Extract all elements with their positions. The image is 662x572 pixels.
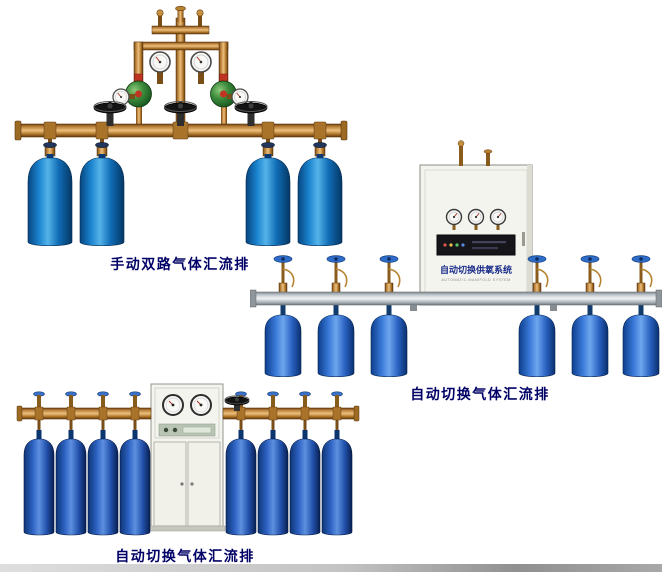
inlet-valve-knob-icon <box>196 9 204 17</box>
pressure-gauge-icon <box>149 51 171 73</box>
led-icon <box>443 243 447 247</box>
cabinet-subtitle-label: AUTOMATIC MANIFOLD SYSTEM <box>441 278 510 282</box>
shutoff-valves <box>93 100 268 127</box>
pressure-gauges <box>112 51 249 106</box>
inlet-fitting-icon <box>457 140 465 147</box>
control-cabinet: 自动切换供氧系统 AUTOMATIC MANIFOLD SYSTEM <box>419 140 533 306</box>
led-icon <box>461 243 465 247</box>
door-handle-icon <box>190 482 194 486</box>
knob-icon <box>163 427 169 433</box>
product-figure-auto-switch-wall: 自动切换供氧系统 AUTOMATIC MANIFOLD SYSTEM 自动切 <box>250 140 662 402</box>
gas-cylinder <box>571 254 609 378</box>
product-figure-auto-switch-floor: 自动切换气体汇流排 <box>15 378 360 564</box>
led-icon <box>455 243 459 247</box>
manual-dual-manifold-illustration <box>14 5 348 247</box>
gas-cylinder <box>27 131 73 247</box>
gas-cylinder <box>622 254 660 378</box>
pressure-gauge-icon <box>162 394 184 416</box>
indicator-panel <box>436 234 516 256</box>
cabinet-title-label: 自动切换供氧系统 <box>440 264 512 275</box>
product-caption: 手动双路气体汇流排 <box>110 256 250 272</box>
valve-handwheel-icon <box>164 100 197 127</box>
door-handle-icon <box>180 482 184 486</box>
product-caption: 自动切换气体汇流排 <box>115 548 255 564</box>
gas-cylinder <box>79 131 125 247</box>
gas-cylinder <box>264 254 302 378</box>
pressure-regulator-left <box>125 73 152 108</box>
inlet-valve-knob-icon <box>483 149 493 154</box>
led-icon <box>449 243 453 247</box>
header-pipework <box>133 5 229 129</box>
pressure-gauge-icon <box>190 51 212 73</box>
door-handle-icon <box>522 232 525 246</box>
bottom-edge-strip <box>0 564 662 572</box>
gas-cylinder <box>370 254 408 378</box>
inlet-valve-knob-icon <box>156 9 164 17</box>
pressure-gauge-icon <box>489 208 507 226</box>
auto-switch-wall-illustration: 自动切换供氧系统 AUTOMATIC MANIFOLD SYSTEM <box>250 140 662 378</box>
product-caption: 自动切换气体汇流排 <box>410 386 550 402</box>
product-figure-manual-dual-manifold: 手动双路气体汇流排 <box>10 4 350 274</box>
knob-icon <box>172 427 178 433</box>
manifold-pipe <box>14 120 348 141</box>
pressure-gauge-icon <box>467 208 485 226</box>
manifold-pipe <box>250 289 662 311</box>
auto-switch-floor-illustration <box>16 383 360 536</box>
pressure-regulator-right <box>210 73 237 108</box>
top-valve-knob-icon <box>175 5 186 12</box>
gas-cylinder <box>317 254 355 378</box>
pressure-gauge-icon <box>190 394 212 416</box>
control-cabinet <box>148 383 226 532</box>
pressure-gauge-icon <box>445 208 463 226</box>
manifold-pipe <box>16 405 360 422</box>
